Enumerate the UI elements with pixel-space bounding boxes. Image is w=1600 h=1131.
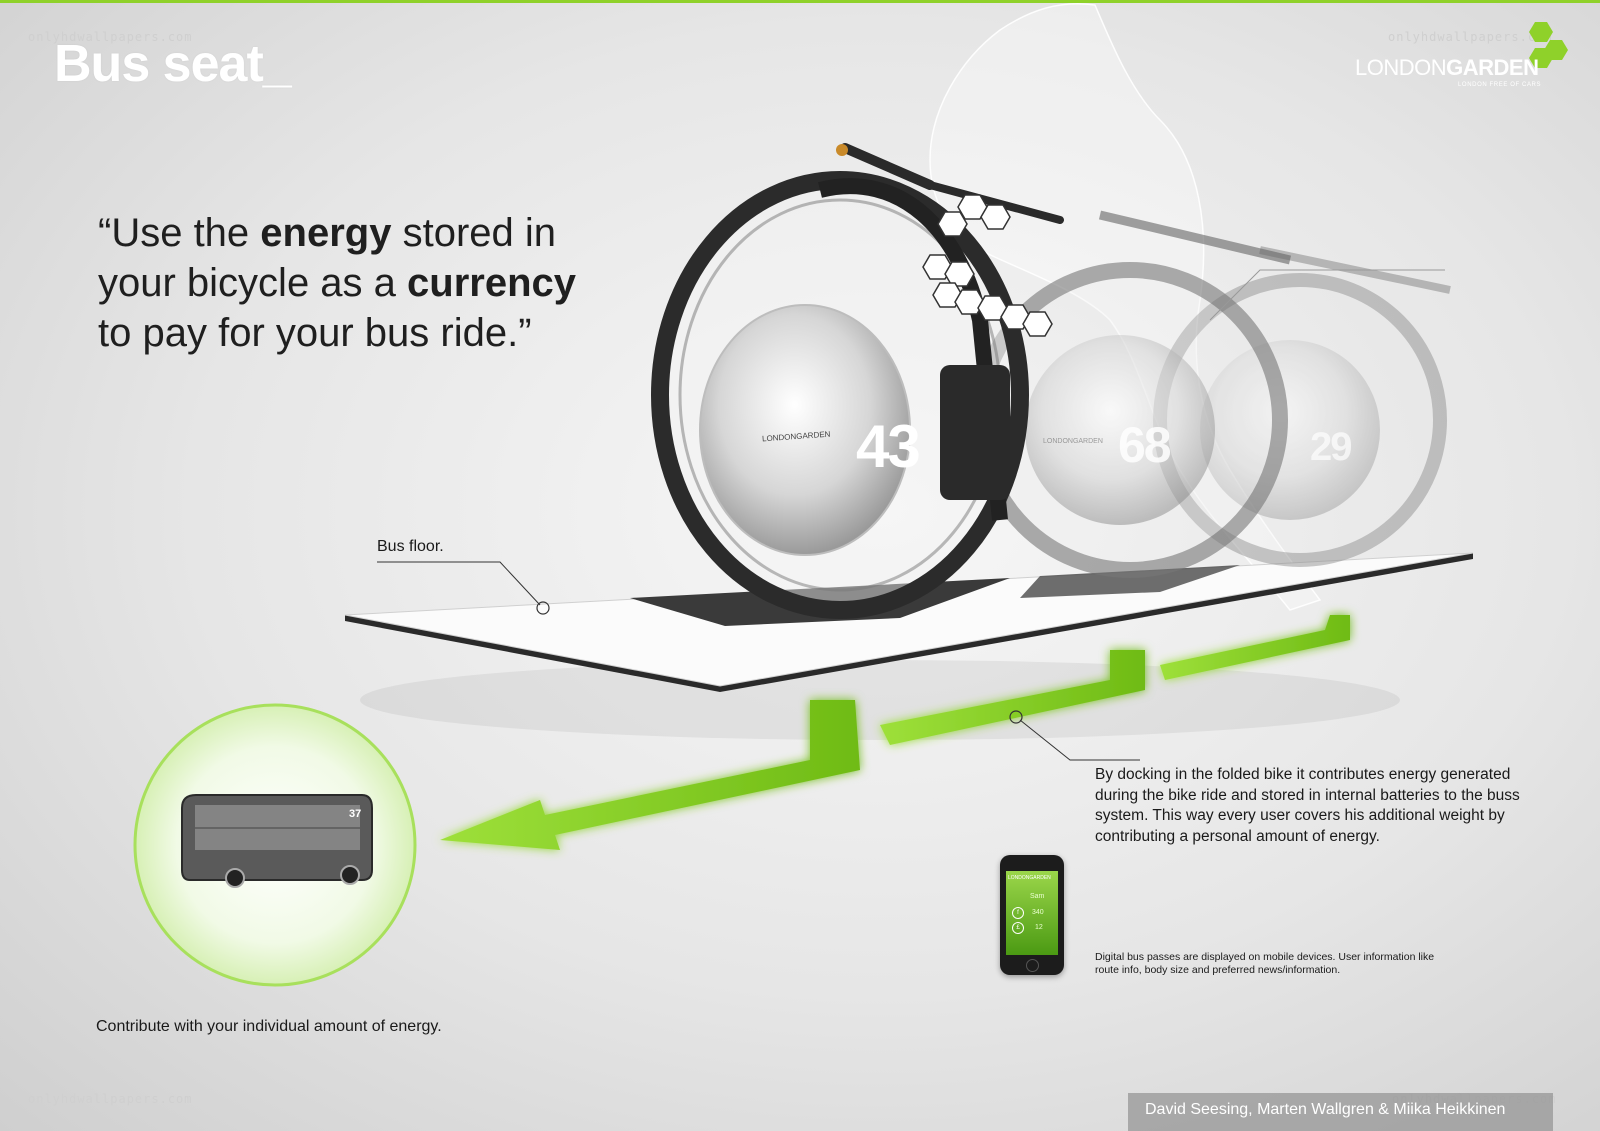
credits: David Seesing, Marten Wallgren & Miika H…	[1145, 1101, 1506, 1118]
handlebar	[840, 143, 935, 190]
hexagon-logo-icon	[1529, 22, 1568, 68]
docking-description: By docking in the folded bike it contrib…	[1095, 766, 1520, 845]
bus-floor-label: Bus floor.	[377, 538, 444, 555]
energy-arrow	[880, 650, 1145, 745]
pound-icon: £	[1012, 922, 1024, 934]
brand-name: LONDONGARDEN	[1355, 55, 1539, 80]
dock-slot	[1020, 565, 1240, 598]
energy-value-front: 43	[856, 413, 921, 480]
callout-line	[377, 561, 541, 606]
top-accent-line	[0, 0, 1600, 3]
bike-middle	[972, 210, 1292, 578]
energy-arrows	[440, 615, 1350, 850]
bus-icon	[181, 794, 373, 888]
headline-quote: “Use the energy stored in your bicycle a…	[98, 211, 577, 355]
watermark: onlyhdwallpapers.com	[1388, 30, 1553, 44]
phone-screen: LONDONGARDEN Sam f 340 £ 12	[1006, 871, 1058, 955]
phone-home-button	[1026, 959, 1039, 972]
callout-line	[1019, 719, 1140, 761]
brand-tagline: LONDON FREE OF CARS	[1458, 82, 1542, 88]
energy-value-far: 29	[1310, 425, 1352, 469]
callout-marker	[536, 601, 550, 615]
bike-front	[651, 143, 1064, 619]
phone-user-name: Sam	[1030, 893, 1045, 900]
bike-clamp	[940, 365, 1010, 500]
brand-logo: LONDONGARDEN LONDON FREE OF CARS	[1355, 20, 1575, 100]
bus-route-number: 37	[349, 808, 362, 820]
energy-icon: f	[1012, 907, 1024, 919]
callout-marker	[1009, 710, 1023, 724]
contribute-caption: Contribute with your individual amount o…	[96, 1018, 442, 1035]
hex-seat-cushion	[922, 194, 1053, 337]
energy-arrow-main	[440, 700, 860, 850]
phone-energy-value: 340	[1032, 909, 1044, 916]
callout-line	[1209, 269, 1445, 321]
watermark: onlyhdwallpapers.com	[28, 30, 193, 44]
bike-hub	[699, 304, 911, 556]
mobile-phone: LONDONGARDEN Sam f 340 £ 12	[1000, 855, 1064, 975]
phone-brand: LONDONGARDEN	[1008, 875, 1051, 881]
floor-shadow	[360, 660, 1400, 740]
hub-brand: LONDONGARDEN	[1043, 438, 1103, 445]
credits-bar	[1128, 1093, 1553, 1131]
page-title: Bus seat_	[54, 35, 292, 93]
energy-arrow	[1160, 615, 1350, 680]
digital-passes-note: Digital bus passes are displayed on mobi…	[1095, 951, 1435, 976]
watermark: onlyhdwallpapers.com	[28, 1092, 193, 1106]
bike-far	[1153, 246, 1451, 567]
energy-value-middle: 68	[1118, 417, 1172, 473]
phone-balance-value: 12	[1035, 924, 1043, 931]
